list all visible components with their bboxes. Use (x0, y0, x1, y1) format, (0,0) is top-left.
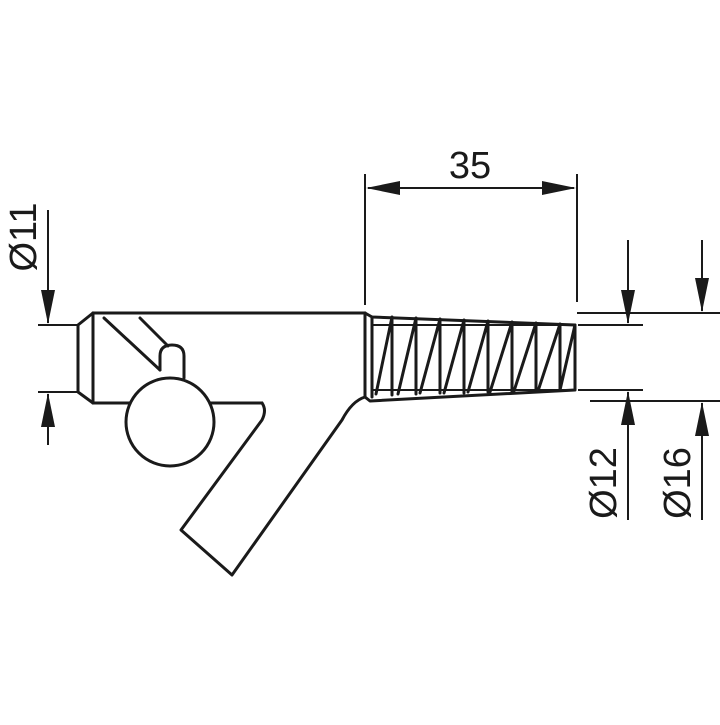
dimension-diameter-thread-inner-label: Ø12 (583, 447, 625, 519)
dimension-diameter-left: Ø11 (3, 202, 78, 445)
knob (124, 376, 216, 468)
arrow-up-icon (41, 393, 55, 427)
thread-flanks (370, 315, 577, 399)
arrow-up-icon (621, 391, 635, 425)
angled-leg (179, 395, 367, 577)
arrow-right-icon (542, 181, 576, 195)
dimension-length: 35 (364, 145, 578, 305)
dimension-length-label: 35 (449, 145, 491, 187)
dimension-diameter-left-label: Ø11 (3, 202, 45, 271)
arrow-down-icon (41, 290, 55, 324)
arrow-up-icon (695, 402, 709, 436)
body-left-end (76, 311, 95, 405)
arrow-left-icon (366, 181, 400, 195)
dimension-diameter-thread-outer: Ø16 (577, 240, 720, 520)
arrow-down-icon (621, 290, 635, 324)
pin (158, 343, 186, 380)
dimension-diameter-thread-inner: Ø12 (578, 240, 643, 520)
diagonal-slot (102, 316, 170, 372)
part-body (76, 311, 367, 577)
arrow-down-icon (695, 278, 709, 312)
thread (363, 311, 577, 403)
dimension-diameter-thread-outer-label: Ø16 (657, 447, 699, 519)
